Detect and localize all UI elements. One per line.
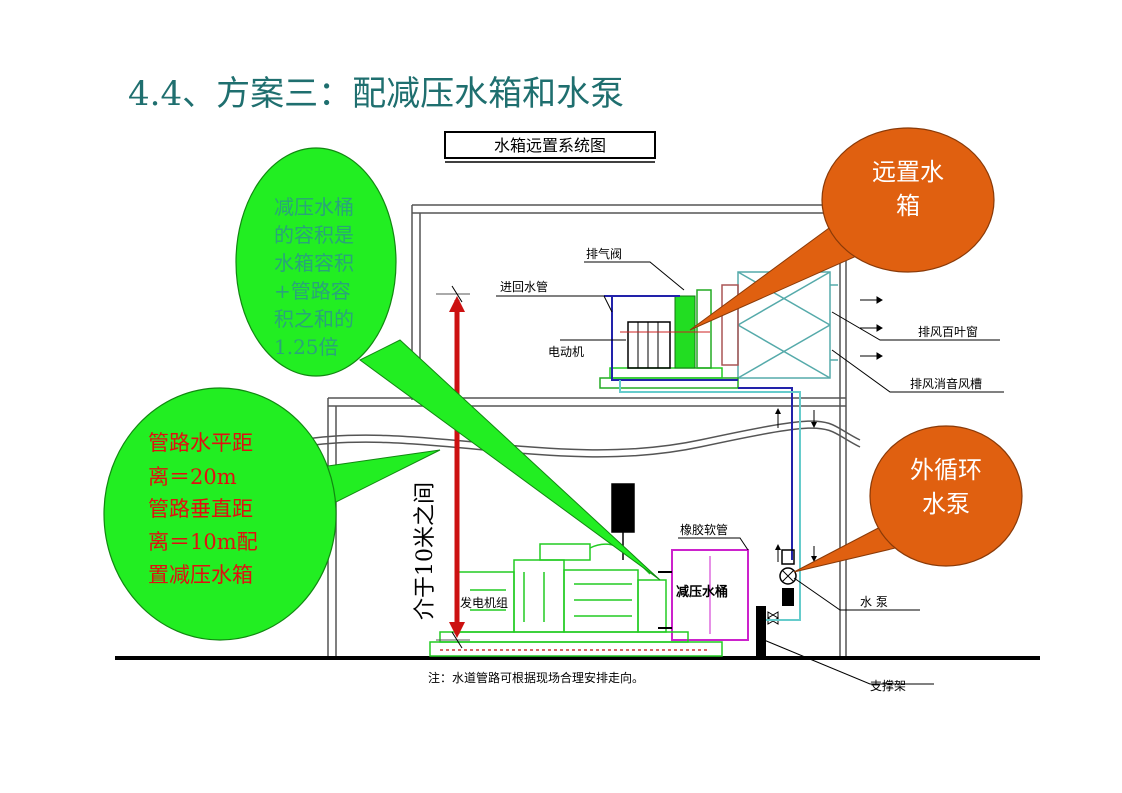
- height-text: 介于10米之间: [413, 482, 438, 620]
- svg-text:远置水: 远置水: [872, 158, 944, 186]
- decompression-tank: 减压水桶: [671, 549, 749, 641]
- exhaust-arrows: [860, 296, 883, 360]
- leader-lines: [496, 261, 1004, 685]
- svg-text:离＝10m配: 离＝10m配: [148, 530, 258, 554]
- svg-text:外循环: 外循环: [910, 456, 982, 484]
- svg-text:管路垂直距: 管路垂直距: [148, 497, 253, 521]
- svg-text:管路水平距: 管路水平距: [148, 431, 253, 455]
- svg-text:1.25倍: 1.25倍: [274, 335, 339, 359]
- label-exhaust-valve: 排气阀: [586, 246, 622, 261]
- callout-remote-tank-text: 远置水 箱: [872, 158, 944, 220]
- label-motor: 电动机: [548, 345, 584, 359]
- label-pump: 水 泵: [860, 595, 888, 609]
- svg-text:置减压水箱: 置减压水箱: [148, 563, 253, 587]
- callout-volume: 减压水桶 的容积是 水箱容积 +管路容 积之和的 1.25倍: [235, 147, 661, 581]
- page-title: 4.4、方案三：配减压水箱和水泵: [128, 74, 625, 114]
- svg-text:的容积是: 的容积是: [274, 223, 354, 247]
- callout-volume-text: 减压水桶 的容积是 水箱容积 +管路容 积之和的 1.25倍: [274, 195, 354, 359]
- label-duct: 排风消音风槽: [910, 376, 982, 391]
- water-pump: [779, 549, 797, 606]
- callout-pump: 外循环 水泵: [793, 425, 1023, 573]
- callout-remote-tank: 远置水 箱: [689, 127, 995, 331]
- exhaust-louver: [721, 271, 838, 379]
- generator-set: [429, 483, 723, 657]
- svg-text:离＝20m: 离＝20m: [148, 465, 237, 489]
- height-arrow: [436, 285, 470, 649]
- remote-tank-assembly: [599, 289, 739, 389]
- diagram-note: 注：水道管路可根据现场合理安排走向。: [428, 670, 644, 685]
- label-inlet-pipe: 进回水管: [500, 279, 548, 294]
- svg-text:水泵: 水泵: [922, 490, 970, 518]
- support-stand: [756, 606, 800, 658]
- callout-distance: 管路水平距 离＝20m 管路垂直距 离＝10m配 置减压水箱: [103, 387, 441, 641]
- svg-text:+管路容: +管路容: [274, 279, 351, 303]
- callout-distance-text: 管路水平距 离＝20m 管路垂直距 离＝10m配 置减压水箱: [148, 431, 258, 587]
- svg-text:水箱容积: 水箱容积: [274, 251, 354, 275]
- diagram-heading: 水箱远置系统图: [444, 131, 656, 163]
- svg-text:箱: 箱: [896, 192, 920, 220]
- label-support: 支撑架: [870, 678, 906, 693]
- decompression-tank-label: 减压水桶: [676, 584, 728, 600]
- genset-label: 发电机组: [460, 595, 508, 610]
- callout-pump-text: 外循环 水泵: [910, 456, 982, 518]
- label-rubber-hose: 橡胶软管: [680, 522, 728, 537]
- svg-text:减压水桶: 减压水桶: [274, 195, 354, 219]
- svg-text:积之和的: 积之和的: [274, 307, 354, 331]
- label-louver: 排风百叶窗: [918, 325, 978, 339]
- diagram-heading-text: 水箱远置系统图: [494, 136, 606, 155]
